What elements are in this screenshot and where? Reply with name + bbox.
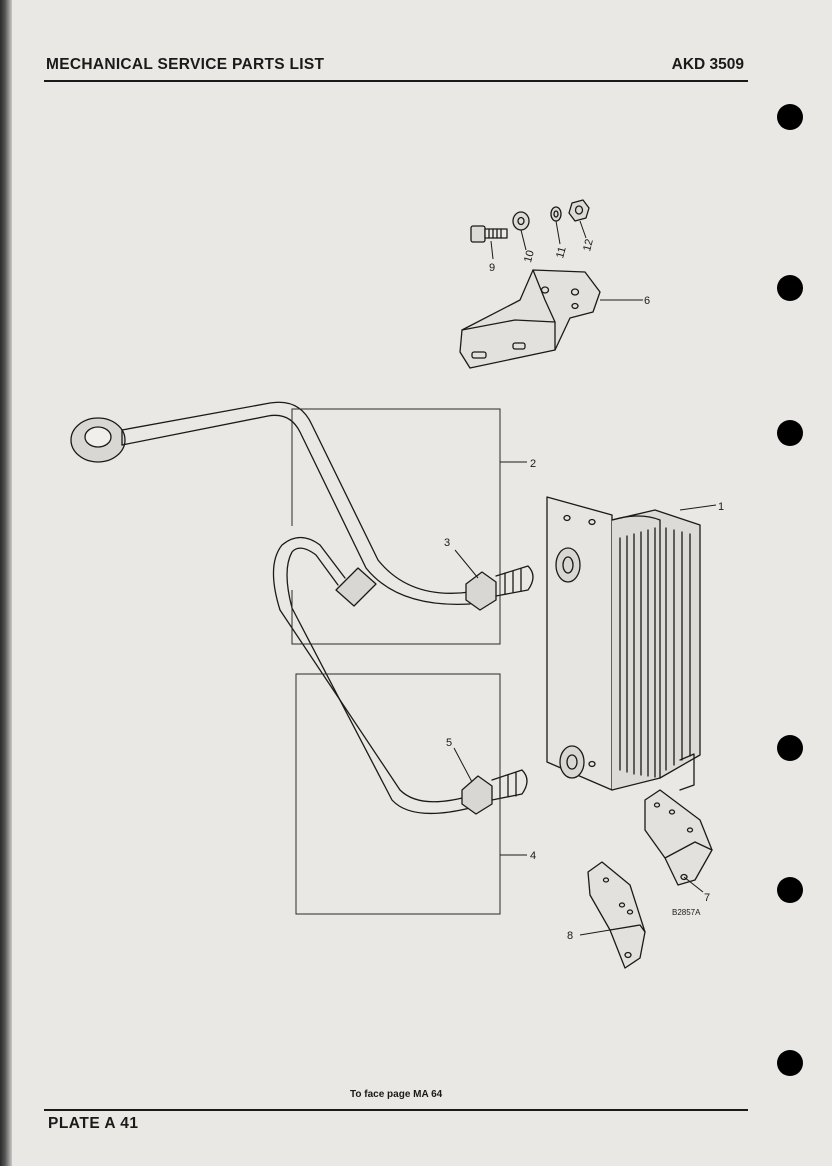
page-binding-edge	[0, 0, 12, 1166]
lower-oil-pipe-part-4	[272, 536, 471, 815]
punch-hole	[777, 1050, 803, 1076]
bracket-part-8	[587, 861, 646, 969]
callout-2: 2	[530, 458, 536, 470]
callout-9: 9	[489, 262, 495, 274]
leader-1	[679, 504, 717, 511]
oil-cooler-part-1	[546, 496, 701, 791]
leader-9	[490, 240, 494, 260]
callout-1: 1	[718, 501, 724, 513]
callout-5: 5	[446, 737, 452, 749]
footer-rule	[44, 1109, 748, 1111]
callout-10: 10	[522, 249, 537, 264]
bracket-part-7	[644, 789, 713, 886]
figure-reference: B2857A	[672, 908, 701, 917]
leader-3	[454, 549, 479, 579]
punch-hole	[777, 420, 803, 446]
callout-11: 11	[554, 246, 569, 260]
pipe-group-box-2	[291, 408, 501, 645]
bolt-part-9	[470, 225, 508, 243]
footer-note: To face page MA 64	[350, 1089, 443, 1100]
pipe-union-part-3	[465, 565, 534, 611]
callout-12: 12	[581, 238, 596, 253]
spring-washer-part-11	[550, 206, 562, 222]
header-rule	[44, 80, 748, 82]
leader-12	[579, 220, 587, 239]
mounting-bracket-part-6	[459, 269, 601, 369]
upper-oil-pipe-part-2	[70, 401, 471, 606]
callout-6: 6	[644, 295, 650, 307]
washer-part-10	[512, 211, 530, 231]
leader-5	[453, 747, 473, 783]
plate-label: PLATE A 41	[48, 1115, 139, 1132]
punch-hole	[777, 735, 803, 761]
document-reference: AKD 3509	[671, 56, 744, 73]
leader-10	[520, 229, 527, 251]
page-title: MECHANICAL SERVICE PARTS LIST	[46, 56, 325, 73]
pipe-union-part-5	[461, 769, 528, 815]
leader-8	[579, 929, 611, 936]
punch-hole	[777, 104, 803, 130]
callout-8: 8	[567, 930, 573, 942]
callout-7: 7	[704, 892, 710, 904]
leader-7	[683, 876, 704, 893]
callout-4: 4	[530, 850, 536, 862]
nut-part-12	[568, 199, 590, 222]
leader-11	[555, 220, 561, 245]
pipe-group-box-4	[295, 673, 501, 915]
punch-hole	[777, 275, 803, 301]
callout-3: 3	[444, 537, 450, 549]
punch-hole	[777, 877, 803, 903]
